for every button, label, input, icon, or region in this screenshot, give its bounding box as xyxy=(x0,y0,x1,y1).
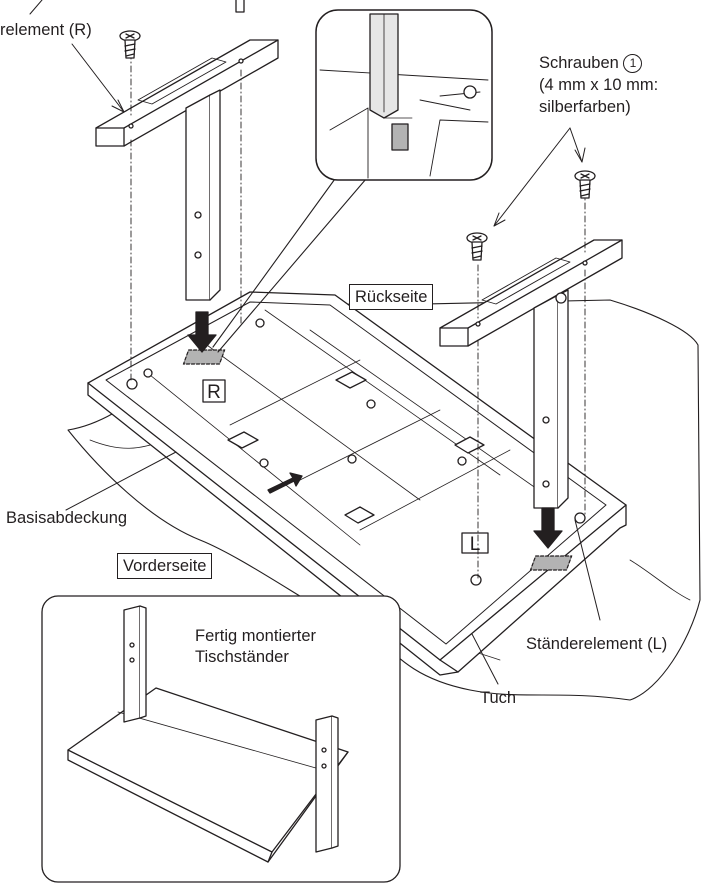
screw-r-2 xyxy=(235,0,245,13)
assembled-line-1: Fertig montierter xyxy=(195,627,317,645)
inset-assembled xyxy=(41,595,401,883)
stand-element-r xyxy=(95,39,279,301)
mark-l-text: L xyxy=(470,534,481,555)
label-assembled-stand: Fertig montierter Tischständer xyxy=(195,626,316,668)
position-markers: R L xyxy=(182,349,573,571)
mark-r-box xyxy=(202,379,226,403)
screws-line-1: Schrauben xyxy=(539,54,624,72)
stand-element-l xyxy=(439,239,623,509)
label-rueckseite: Rückseite xyxy=(349,284,434,310)
leader-lines xyxy=(29,0,601,685)
label-basisabdeckung: Basisabdeckung xyxy=(6,509,128,527)
callout-detail xyxy=(212,9,493,353)
label-stand-element-r: relement (R) xyxy=(0,21,92,39)
screw-r-1 xyxy=(119,30,141,59)
front-arrow xyxy=(267,472,303,494)
base-clips xyxy=(126,318,586,586)
label-tuch: Tuch xyxy=(480,689,517,707)
marker-l xyxy=(529,555,573,571)
screw-l-2 xyxy=(574,170,596,199)
screws-line-3: silberfarben) xyxy=(539,98,631,116)
label-screws: Schrauben 1 (4 mm x 10 mm: silberfarben) xyxy=(539,52,658,118)
alignment-lines xyxy=(130,39,586,579)
screws-line-2: (4 mm x 10 mm: xyxy=(539,76,659,94)
label-vorderseite: Vorderseite xyxy=(117,553,213,579)
screw-l-1 xyxy=(466,232,488,261)
mark-l-box xyxy=(461,532,489,554)
mark-r-text: R xyxy=(207,382,221,403)
insert-arrow-l xyxy=(533,507,563,549)
marker-r xyxy=(182,349,226,365)
screws-circle-number: 1 xyxy=(623,54,643,73)
label-stand-element-l: Ständerelement (L) xyxy=(526,635,668,653)
assembled-stand xyxy=(67,605,349,863)
insert-arrow-r xyxy=(187,311,217,353)
assembled-line-2: Tischständer xyxy=(195,648,289,666)
